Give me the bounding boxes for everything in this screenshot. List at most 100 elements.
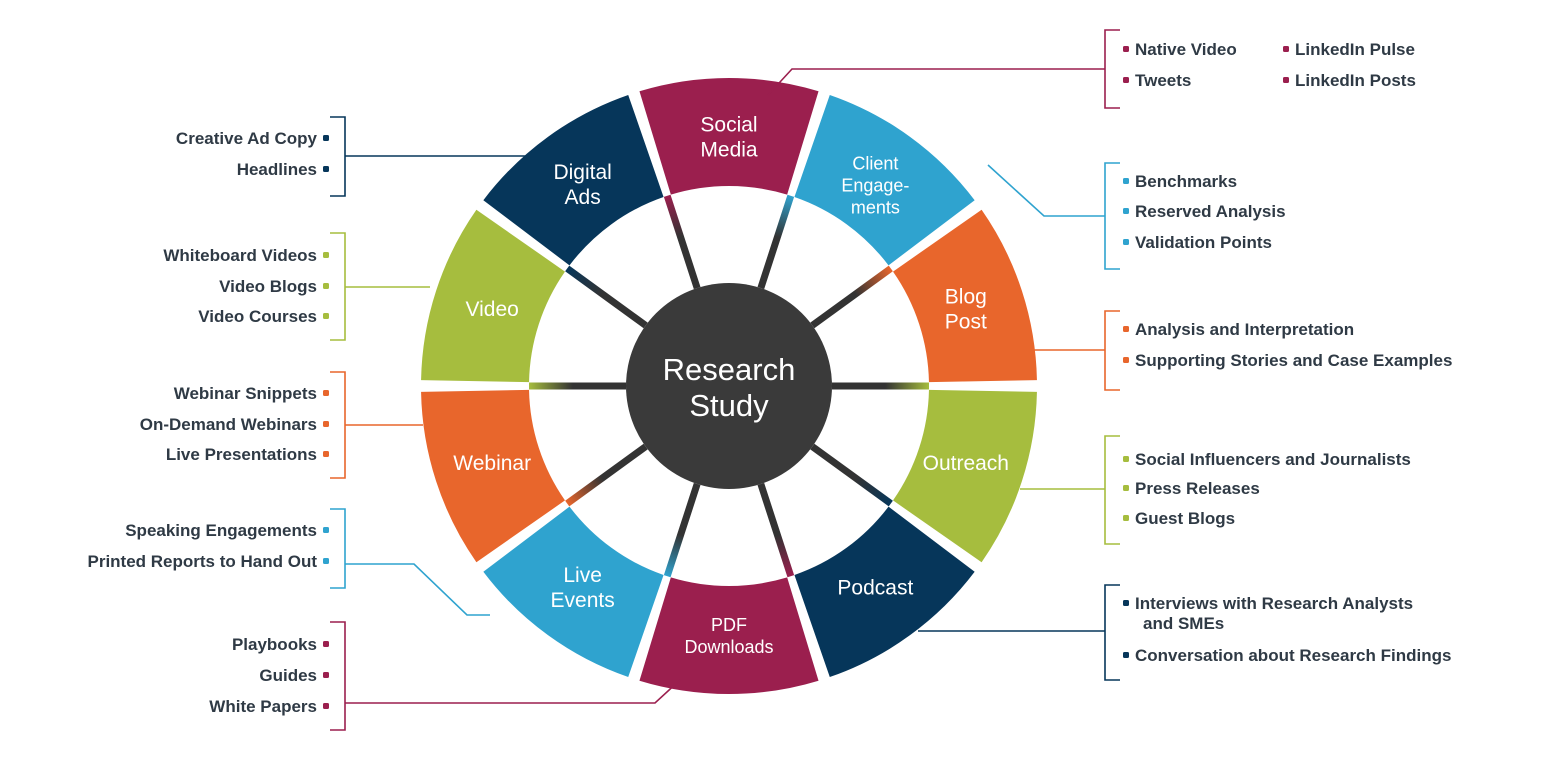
item-label: Live Presentations xyxy=(166,445,317,464)
item-label: Speaking Engagements xyxy=(125,521,317,540)
spoke xyxy=(663,482,701,578)
item-label: Analysis and Interpretation xyxy=(1135,320,1354,339)
segment-label: Client xyxy=(852,154,898,174)
item-label: Conversation about Research Findings xyxy=(1135,646,1451,665)
segment-shape xyxy=(639,78,819,195)
bracket xyxy=(330,508,346,589)
bullet xyxy=(323,135,329,141)
item-label: Headlines xyxy=(237,160,317,179)
bracket xyxy=(330,371,346,479)
item-label: Creative Ad Copy xyxy=(176,129,318,148)
bullet xyxy=(1123,600,1129,606)
spoke xyxy=(810,265,893,329)
item-label: Video Courses xyxy=(198,307,317,326)
item-label: Validation Points xyxy=(1135,233,1272,252)
bracket xyxy=(1104,162,1120,270)
spoke xyxy=(810,443,893,507)
segment-label: Digital xyxy=(553,161,611,184)
spoke xyxy=(757,194,795,290)
segment-shape xyxy=(639,577,819,694)
item-label: Guest Blogs xyxy=(1135,509,1235,528)
bullet xyxy=(323,451,329,457)
item-label: Native Video xyxy=(1135,40,1237,59)
bullet xyxy=(323,558,329,564)
item-label: Reserved Analysis xyxy=(1135,202,1286,221)
bullet xyxy=(1123,485,1129,491)
segment-label: PDF xyxy=(711,615,747,635)
spoke xyxy=(663,194,701,290)
segment-label: Events xyxy=(551,589,615,612)
wheel: SocialMediaClientEngage-mentsBlogPostOut… xyxy=(421,78,1037,694)
bullet xyxy=(323,703,329,709)
segment-webinar: Webinar xyxy=(421,389,565,563)
item-label: Whiteboard Videos xyxy=(163,246,317,265)
segment-label: ments xyxy=(851,198,900,218)
item-label: Press Releases xyxy=(1135,479,1260,498)
segment-label: Post xyxy=(945,311,987,334)
segment-label: Engage- xyxy=(841,176,909,196)
bullet xyxy=(1123,208,1129,214)
segment-label: Live xyxy=(563,564,602,587)
item-label: Video Blogs xyxy=(219,277,317,296)
bullet xyxy=(323,672,329,678)
connector-line xyxy=(767,68,1105,96)
spoke xyxy=(757,482,795,578)
connector-line xyxy=(345,563,490,616)
bullet xyxy=(323,421,329,427)
item-label: Social Influencers and Journalists xyxy=(1135,450,1411,469)
segment-outreach: Outreach xyxy=(893,389,1037,563)
bullet xyxy=(323,252,329,258)
spoke xyxy=(565,443,648,507)
bullet xyxy=(1123,326,1129,332)
bullet xyxy=(1123,456,1129,462)
bullet xyxy=(1123,178,1129,184)
segment-label: Media xyxy=(700,139,758,162)
item-label: Supporting Stories and Case Examples xyxy=(1135,351,1452,370)
spoke xyxy=(565,265,648,329)
segment-label: Video xyxy=(466,298,519,321)
bullet xyxy=(1123,77,1129,83)
segment-shape xyxy=(794,94,975,266)
connector-line xyxy=(987,164,1105,217)
bullet xyxy=(1283,46,1289,52)
bracket xyxy=(330,621,346,731)
bracket xyxy=(1104,584,1120,681)
bullet xyxy=(323,390,329,396)
segment-shape xyxy=(794,506,975,678)
center-circle xyxy=(626,283,832,489)
item-label: Benchmarks xyxy=(1135,172,1237,191)
item-label: Printed Reports to Hand Out xyxy=(88,552,318,571)
group-outreach: Social Influencers and JournalistsPress … xyxy=(1020,435,1411,545)
segment-shape xyxy=(893,389,1037,563)
segment-shape xyxy=(483,94,664,266)
segment-label: Downloads xyxy=(684,637,773,657)
segment-label: Outreach xyxy=(923,452,1009,475)
bullet xyxy=(1123,46,1129,52)
bullet xyxy=(323,166,329,172)
segment-label: Social xyxy=(700,114,757,137)
item-label: Playbooks xyxy=(232,635,317,654)
bullet xyxy=(323,313,329,319)
center-title: Research xyxy=(663,352,796,387)
bracket xyxy=(330,116,346,197)
bullet xyxy=(1123,357,1129,363)
bracket xyxy=(1104,29,1120,109)
segment-podcast: Podcast xyxy=(794,506,975,678)
item-label: LinkedIn Posts xyxy=(1295,71,1416,90)
segment-shape xyxy=(421,209,565,383)
